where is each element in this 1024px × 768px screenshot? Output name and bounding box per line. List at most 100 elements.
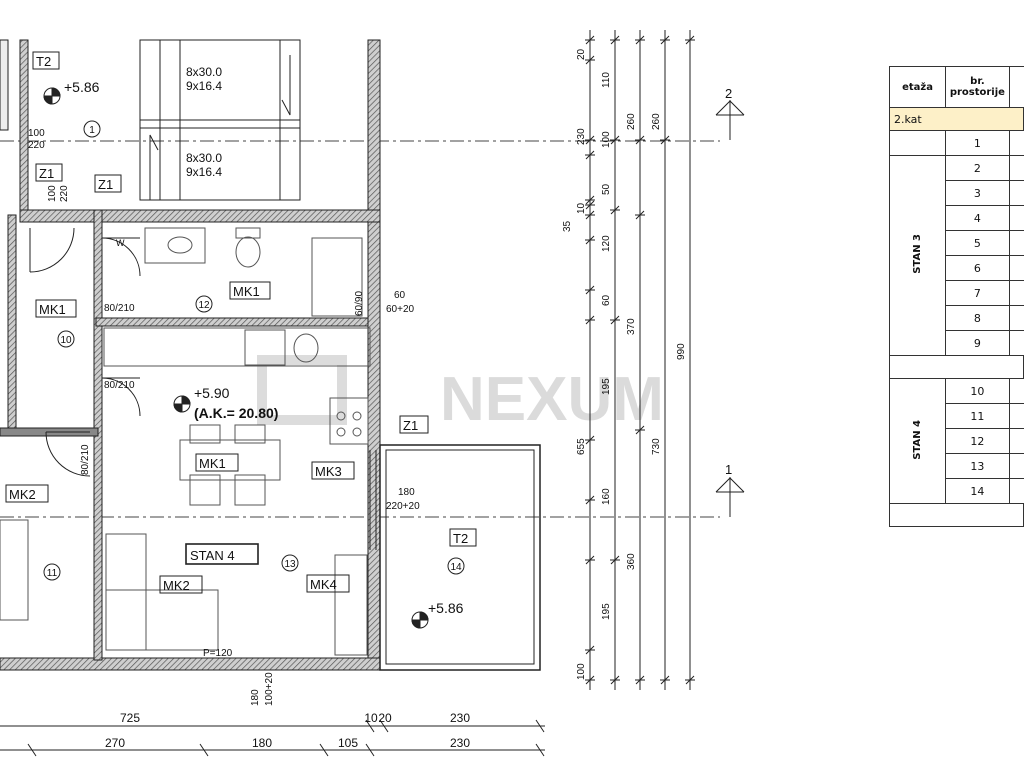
stan4-cell: STAN 4 — [888, 378, 947, 504]
header-rest — [1008, 66, 1024, 108]
dim-bottom-2-2: 105 — [338, 736, 358, 750]
dim-right-c1-5: 10 — [576, 202, 587, 214]
table-row: STAN 4 10 — [888, 378, 1024, 504]
header-br: br. — [970, 76, 985, 87]
dim-right-c1-11: 160 — [601, 488, 612, 505]
room-cell: 8 — [945, 305, 1010, 331]
room-cell: 4 — [945, 205, 1010, 231]
window-label-5a: 180 — [250, 689, 261, 706]
room-cell: 9 — [945, 330, 1010, 356]
door-label-3: 80/210 — [80, 444, 91, 475]
label-boxes — [5, 51, 477, 594]
table-row: 6 — [890, 255, 1024, 281]
furniture — [0, 227, 371, 656]
label-w: W — [116, 238, 125, 248]
floor-plan: NEXUM — [0, 30, 745, 757]
dim-right-c1-2: 230 — [576, 128, 587, 145]
room-number-10: 10 — [60, 335, 72, 346]
room-cell: 3 — [945, 180, 1010, 206]
room-marker-10 — [57, 330, 75, 348]
dim-right-c1-10: 655 — [576, 438, 587, 455]
level-right: +5.86 — [428, 600, 464, 616]
section-lines — [0, 140, 720, 518]
header-etaza: etaža — [888, 66, 947, 108]
dim-right-c1-4: 50 — [601, 183, 612, 195]
section-marker-2 — [715, 100, 745, 140]
table-row: 5 — [890, 230, 1024, 256]
room-cell: 6 — [945, 255, 1010, 281]
room-number-13: 13 — [284, 559, 296, 570]
stair-text-2a: 8x30.0 — [186, 151, 222, 165]
dim-bottom-1-3: 230 — [450, 711, 470, 725]
stairs — [139, 39, 301, 201]
dim-right-c1-8: 60 — [601, 294, 612, 306]
dim-right-c1-1: 110 — [601, 72, 612, 88]
label-mk1-c: MK1 — [199, 456, 226, 471]
room-number-14: 14 — [450, 562, 462, 573]
table-row: STAN 3 2 — [888, 155, 1024, 356]
room-marker-1 — [83, 120, 101, 138]
room-cell: 7 — [945, 280, 1010, 306]
level-top: +5.86 — [64, 79, 100, 95]
floor-label: 2.kat — [889, 107, 1024, 131]
window-label-5b: 100+20 — [264, 672, 275, 706]
room-cell: 11 — [945, 403, 1010, 429]
table-header-row: etaža br. prostorije — [888, 66, 1024, 108]
section-label-1: 1 — [725, 462, 732, 477]
window-label-2b: 220+20 — [386, 501, 420, 512]
table-row: 1 — [888, 130, 1024, 156]
window-label-4a: 100 — [47, 185, 58, 202]
dim-bottom-1-0: 725 — [120, 711, 140, 725]
label-mk2-a: MK2 — [9, 487, 36, 502]
header-prostorije: prostorije — [949, 87, 1005, 98]
dim-right-c1-14: 100 — [576, 663, 587, 680]
dim-right-c1-7: 120 — [601, 235, 612, 252]
label-mk1-b: MK1 — [233, 284, 260, 299]
stan3-cell: STAN 3 — [888, 155, 947, 356]
table-row: 2.kat — [889, 107, 1024, 131]
dim-right-c2-2: 730 — [651, 438, 662, 455]
table-row — [889, 503, 1024, 527]
dim-bottom-2-1: 180 — [252, 736, 272, 750]
room-cell: 14 — [945, 478, 1010, 504]
room-cell: 10 — [945, 378, 1010, 404]
stair-text-2b: 9x16.4 — [186, 165, 222, 179]
section-label-2: 2 — [725, 86, 732, 101]
window-label-3b: 220 — [28, 140, 45, 151]
room-marker-12 — [195, 295, 213, 313]
label-mk4: MK4 — [310, 577, 337, 592]
table-row: 14 — [890, 478, 1024, 504]
label-z1-c: Z1 — [403, 418, 418, 433]
dim-right-c1-13: 195 — [601, 603, 612, 620]
room-cell: 2 — [945, 155, 1010, 181]
bottom-dimensions — [0, 719, 545, 757]
label-t2-top: T2 — [36, 54, 51, 69]
level-markers — [43, 87, 429, 629]
dim-right-c2-0: 260 — [626, 113, 637, 130]
label-mk2-b: MK2 — [163, 578, 190, 593]
level-ak: (A.K.= 20.80) — [194, 405, 278, 421]
dim-right-c3-0: 260 — [651, 113, 662, 130]
room-cell: 13 — [945, 453, 1010, 479]
table-row: 3 — [890, 180, 1024, 206]
label-mk1-a: MK1 — [39, 302, 66, 317]
door-label-1: 80/210 — [104, 303, 135, 314]
window-label-p120: P=120 — [203, 648, 233, 659]
dim-right-c2-1: 370 — [626, 318, 637, 335]
room-marker-14 — [447, 557, 465, 575]
dim-right-c1-12: 360 — [626, 553, 637, 570]
dim-right-c1-0: 20 — [576, 48, 587, 60]
window-label-1a: 60 — [394, 290, 406, 301]
door-label-4: 60/90 — [354, 291, 365, 316]
stan3-label: STAN 3 — [912, 234, 924, 274]
label-z1-a: Z1 — [39, 166, 54, 181]
door-label-2: 80/210 — [104, 380, 135, 391]
table-row — [889, 355, 1024, 379]
dim-right-c1-6: 35 — [562, 220, 573, 232]
label-t2-right: T2 — [453, 531, 468, 546]
label-mk3: MK3 — [315, 464, 342, 479]
label-z1-b: Z1 — [98, 177, 113, 192]
header-br-prostorije: br. prostorije — [945, 66, 1010, 108]
room-marker-13 — [281, 554, 299, 572]
room-table: etaža br. prostorije 2.kat 1 STAN 3 2 3 … — [888, 66, 1024, 527]
